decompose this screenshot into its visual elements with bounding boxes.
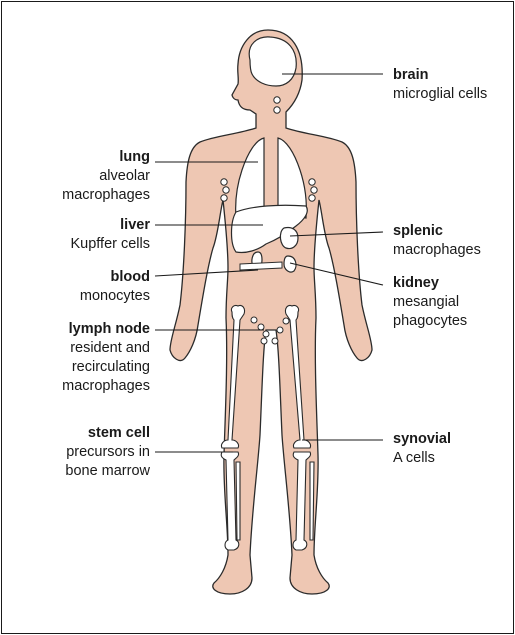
- stem-cell-line-2: bone marrow: [65, 462, 150, 481]
- liver-line-1: Kupffer cells: [70, 235, 150, 254]
- lymph-node-groin-4: [261, 338, 267, 344]
- lymph-node-axilla-l3: [221, 195, 227, 201]
- label-lymph-node: lymph node resident and recirculating ma…: [62, 320, 150, 396]
- lymph-node-groin-5: [272, 338, 278, 344]
- label-kidney: kidney mesangial phagocytes: [393, 274, 467, 331]
- lymph-node-line-1: resident and: [62, 339, 150, 358]
- right-fibula: [310, 462, 314, 540]
- body-silhouette: [170, 30, 372, 594]
- lymph-node-axilla-r2: [311, 187, 317, 193]
- blood-line-1: monocytes: [80, 287, 150, 306]
- lymph-node-line-2: recirculating: [62, 358, 150, 377]
- synovial-line-1: A cells: [393, 449, 451, 468]
- lung-line-1: alveolar: [62, 167, 150, 186]
- lung-line-2: macrophages: [62, 186, 150, 205]
- left-fibula: [236, 462, 240, 540]
- lung-title: lung: [62, 148, 150, 167]
- body-outline: [170, 30, 372, 594]
- lymph-node-axilla-r1: [309, 179, 315, 185]
- kidney-title: kidney: [393, 274, 467, 293]
- liver-title: liver: [70, 216, 150, 235]
- label-stem-cell: stem cell precursors in bone marrow: [65, 424, 150, 481]
- spleen-organ: [280, 227, 298, 248]
- blood-vessel: [240, 262, 282, 270]
- synovial-title: synovial: [393, 430, 451, 449]
- label-liver: liver Kupffer cells: [70, 216, 150, 254]
- kidney-line-2: phagocytes: [393, 312, 467, 331]
- lymph-node-groin-3: [263, 331, 269, 337]
- lymph-node-title: lymph node: [62, 320, 150, 339]
- brain-organ: [249, 37, 296, 86]
- lymph-node-axilla-l2: [223, 187, 229, 193]
- stem-cell-line-1: precursors in: [65, 443, 150, 462]
- label-blood: blood monocytes: [80, 268, 150, 306]
- lymph-node-groin-6: [277, 327, 283, 333]
- label-brain: brain microglial cells: [393, 66, 487, 104]
- label-lung: lung alveolar macrophages: [62, 148, 150, 205]
- lymph-node-neck-1: [274, 97, 280, 103]
- splenic-title: splenic: [393, 222, 481, 241]
- brain-title: brain: [393, 66, 487, 85]
- stem-cell-title: stem cell: [65, 424, 150, 443]
- label-synovial: synovial A cells: [393, 430, 451, 468]
- kidney-line-1: mesangial: [393, 293, 467, 312]
- lymph-node-axilla-r3: [309, 195, 315, 201]
- label-splenic: splenic macrophages: [393, 222, 481, 260]
- lymph-node-groin-2: [258, 324, 264, 330]
- lymph-node-groin-1: [251, 317, 257, 323]
- lymph-node-groin-7: [283, 318, 289, 324]
- lymph-node-axilla-l1: [221, 179, 227, 185]
- blood-title: blood: [80, 268, 150, 287]
- lymph-node-neck-2: [274, 107, 280, 113]
- brain-line-1: microglial cells: [393, 85, 487, 104]
- lymph-node-line-3: macrophages: [62, 377, 150, 396]
- splenic-line-1: macrophages: [393, 241, 481, 260]
